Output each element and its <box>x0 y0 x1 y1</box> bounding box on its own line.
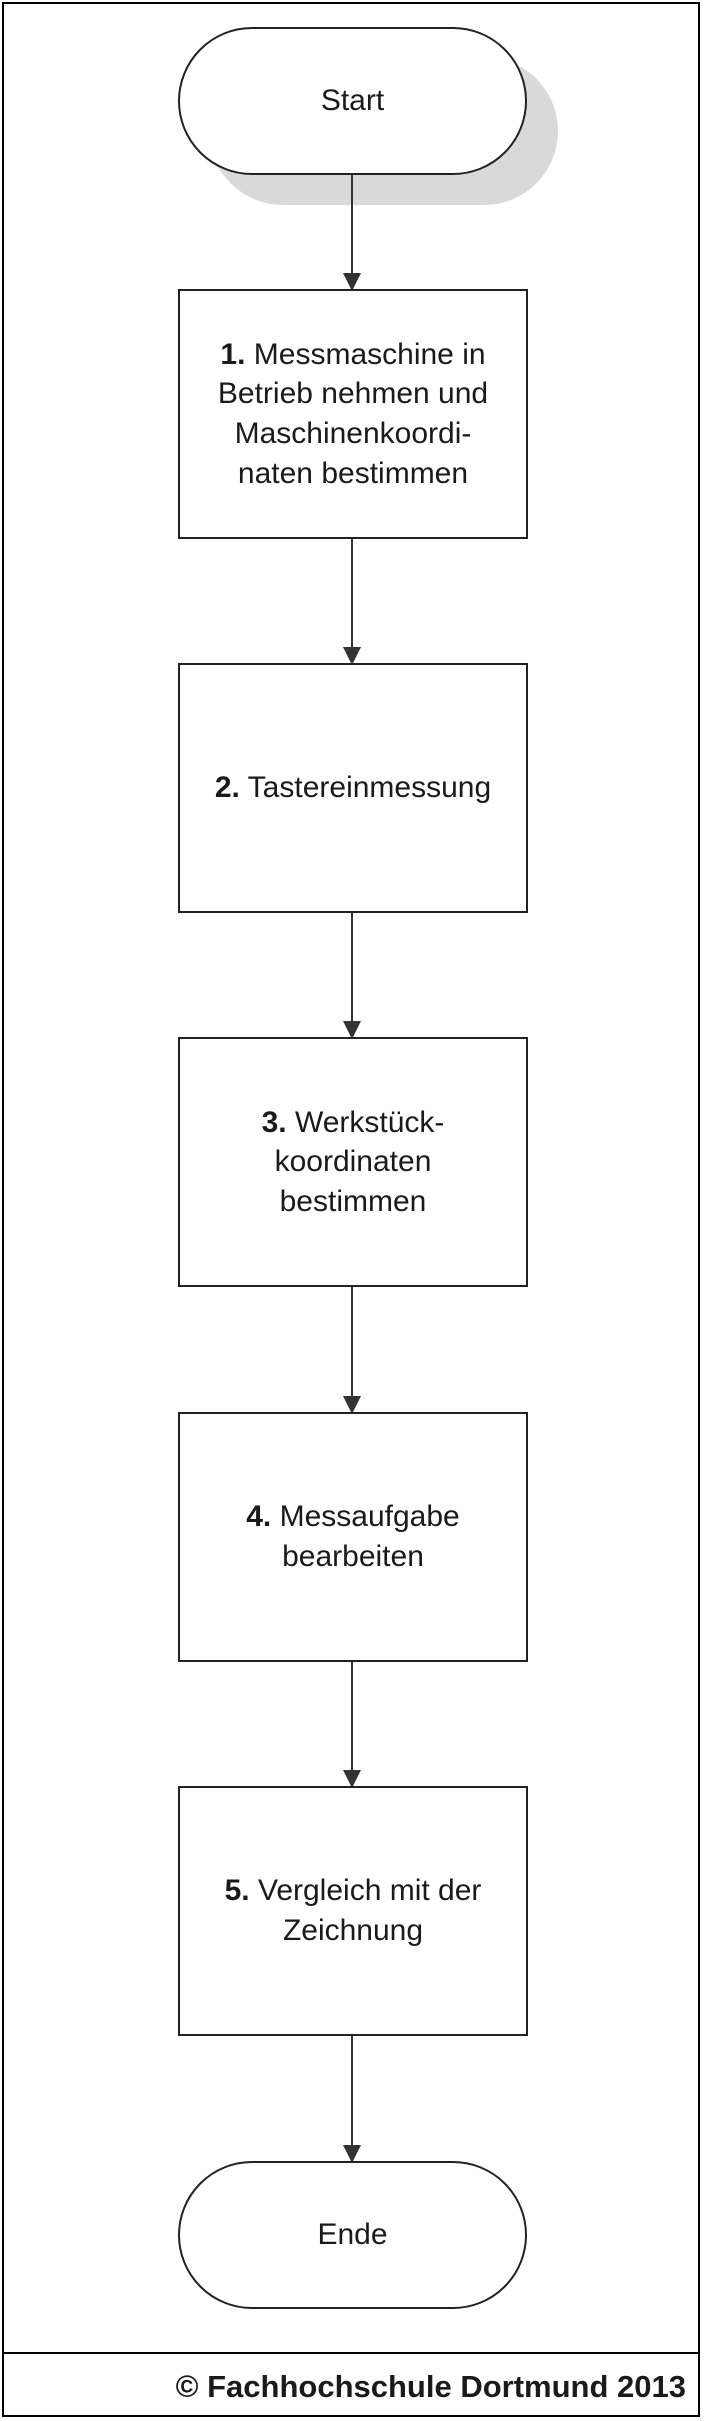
process-step-5: 5. Vergleich mit der Zeichnung <box>178 1786 528 2036</box>
start-terminal: Start <box>178 27 527 175</box>
process-step-1: 1. Messmaschine in Betrieb nehmen und Ma… <box>178 289 528 539</box>
connector-arrow <box>343 913 361 1039</box>
connector-arrow <box>343 1662 361 1788</box>
process-step-2: 2. Tastereinmessung <box>178 663 528 913</box>
footer-divider <box>2 2352 700 2354</box>
step-text: 4. Messaufgabe bearbeiten <box>246 1497 459 1576</box>
footer-copyright: © Fachhochschule Dortmund 2013 <box>175 2369 686 2404</box>
step-description: Messaufgabe bearbeiten <box>279 1500 460 1573</box>
step-description: Tastereinmessung <box>239 771 492 805</box>
step-text: 1. Messmaschine in Betrieb nehmen und Ma… <box>218 335 488 493</box>
step-number: 3. <box>261 1105 287 1139</box>
step-number: 5. <box>224 1874 250 1908</box>
step-number: 4. <box>246 1500 272 1534</box>
process-step-4: 4. Messaufgabe bearbeiten <box>178 1412 528 1662</box>
arrowhead <box>343 1770 361 1788</box>
connector-arrow <box>343 2036 361 2163</box>
connector-arrow <box>343 1287 361 1414</box>
connector-arrow <box>343 175 361 291</box>
step-text: 2. Tastereinmessung <box>215 768 491 808</box>
arrowhead <box>343 273 361 291</box>
end-label: Ende <box>317 2218 388 2251</box>
step-description: Werkstück- koordinaten bestimmen <box>274 1105 445 1218</box>
step-text: 3. Werkstück- koordinaten bestimmen <box>262 1103 445 1222</box>
connector-arrow <box>343 539 361 665</box>
process-step-3: 3. Werkstück- koordinaten bestimmen <box>178 1037 528 1287</box>
step-number: 2. <box>214 771 240 805</box>
arrowhead <box>343 2145 361 2163</box>
arrowhead <box>343 647 361 665</box>
end-terminal: Ende <box>178 2161 527 2309</box>
start-label: Start <box>320 84 385 117</box>
step-description: Messmaschine in Betrieb nehmen und Masch… <box>217 337 489 490</box>
step-text: 5. Vergleich mit der Zeichnung <box>225 1871 482 1950</box>
step-description: Vergleich mit der Zeichnung <box>257 1874 482 1947</box>
step-number: 1. <box>220 337 246 371</box>
arrowhead <box>343 1396 361 1414</box>
arrowhead <box>343 1021 361 1039</box>
